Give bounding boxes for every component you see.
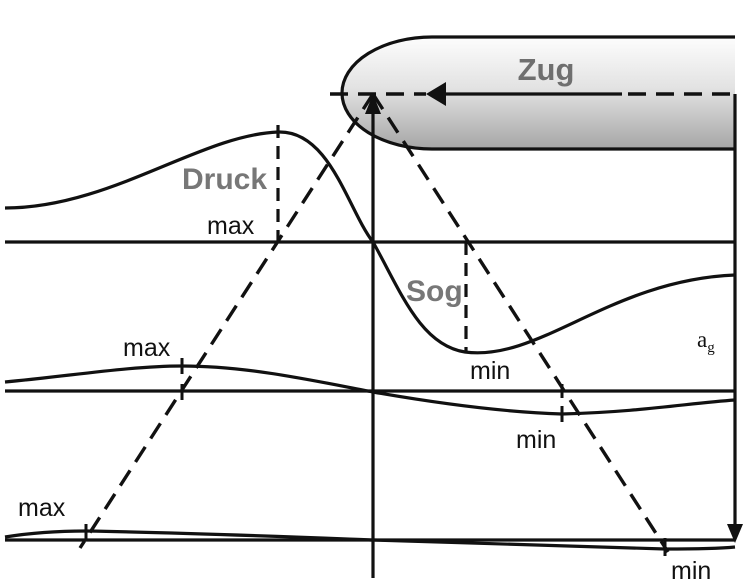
zug-label: Zug (518, 52, 575, 87)
pressure-curve-middle (4, 364, 736, 416)
ag-arrow-down-icon (727, 524, 743, 543)
bottom-max-label: max (18, 494, 66, 522)
diagonal-right-dashed (371, 93, 670, 553)
pressure-curve-top (4, 130, 736, 355)
middle-min-label: min (516, 426, 556, 454)
center-arrow-up-icon (365, 94, 381, 114)
top-max-label: max (207, 212, 255, 240)
motion-arrow-icon (426, 82, 446, 106)
sog-label: Sog (406, 275, 463, 308)
top-min-label: min (470, 357, 510, 385)
diagonal-left-dashed (78, 93, 375, 549)
druck-label: Druck (182, 163, 267, 196)
ag-label: ag (697, 327, 715, 356)
middle-max-label: max (123, 334, 171, 362)
bottom-min-label: min (671, 557, 711, 583)
